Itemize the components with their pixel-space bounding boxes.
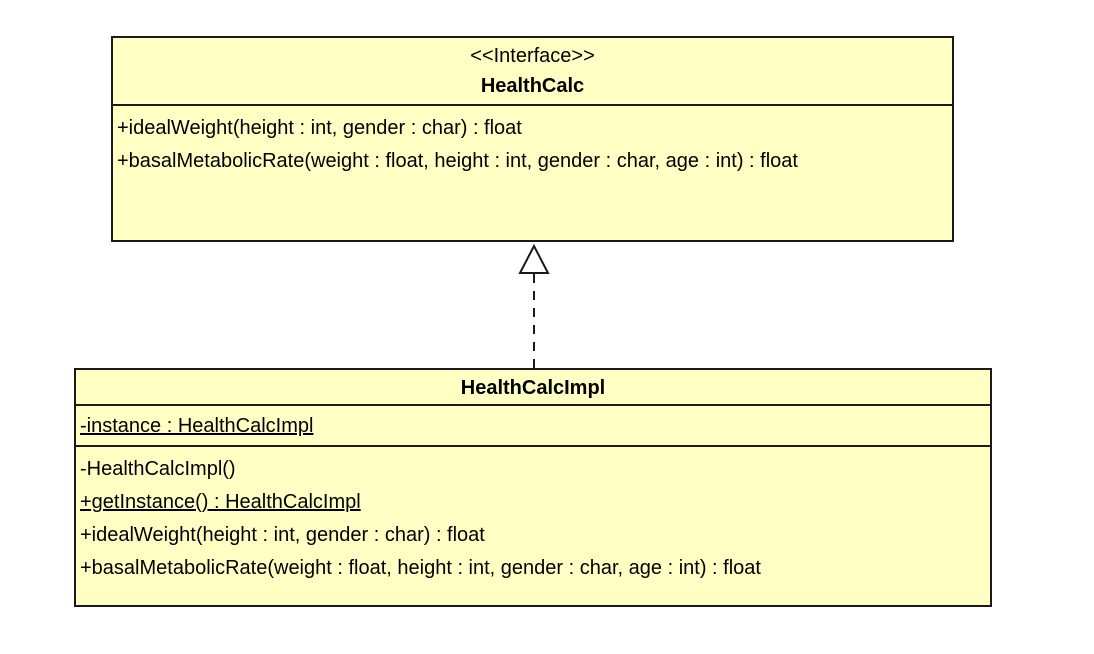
interface-operation: +basalMetabolicRate(weight : float, heig… (117, 150, 798, 172)
interface-class-box[interactable]: <<Interface>> HealthCalc +idealWeight(he… (111, 36, 954, 242)
impl-class-name: HealthCalcImpl (460, 377, 606, 399)
impl-attribute-static: -instance : HealthCalcImpl (80, 415, 314, 437)
impl-class-box[interactable]: HealthCalcImpl -instance : HealthCalcImp… (74, 368, 992, 607)
realization-arrowhead-icon (518, 243, 550, 274)
impl-attributes: -instance : HealthCalcImpl (76, 406, 990, 447)
impl-class-header: HealthCalcImpl (76, 370, 990, 406)
impl-operation: -HealthCalcImpl() (80, 458, 236, 480)
interface-operations: +idealWeight(height : int, gender : char… (113, 106, 952, 178)
interface-stereotype: <<Interface>> (470, 45, 595, 67)
interface-class-header: <<Interface>> HealthCalc (113, 38, 952, 106)
impl-operation: +idealWeight(height : int, gender : char… (80, 524, 485, 546)
interface-operation: +idealWeight(height : int, gender : char… (117, 117, 522, 139)
interface-class-name: HealthCalc (480, 75, 585, 97)
impl-operations: -HealthCalcImpl() +getInstance() : Healt… (76, 447, 990, 585)
impl-operation: +basalMetabolicRate(weight : float, heig… (80, 557, 761, 579)
impl-operation-static: +getInstance() : HealthCalcImpl (80, 491, 361, 513)
